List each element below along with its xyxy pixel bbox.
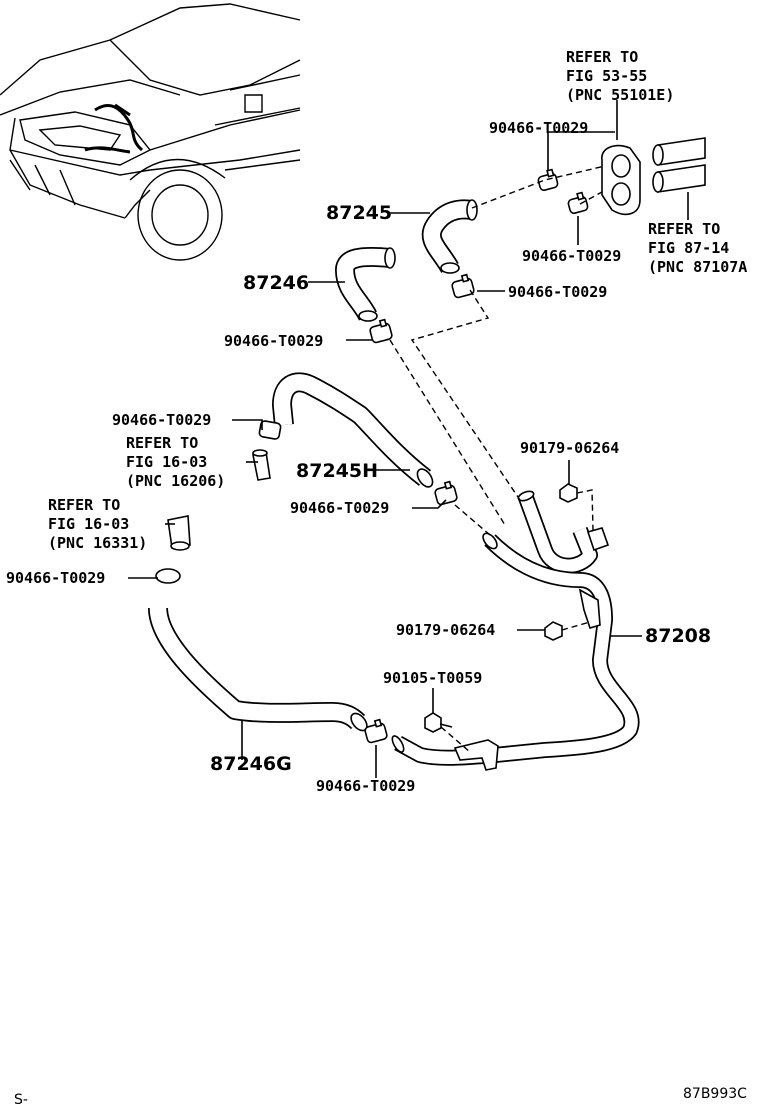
label-87245: 87245	[326, 202, 392, 224]
footer-illustration-code: 87B993C	[683, 1086, 747, 1102]
label-87245h: 87245H	[296, 460, 378, 482]
refer-note-fig-53-55: REFER TO FIG 53-55 (PNC 55101E)	[566, 48, 674, 104]
svg-text:FIG 16-03: FIG 16-03	[48, 515, 129, 533]
fitting-16206	[252, 449, 271, 481]
fitting-16331	[167, 515, 191, 551]
leader-lines	[128, 100, 689, 778]
svg-text:FIG 16-03: FIG 16-03	[126, 453, 207, 471]
hose-87245	[421, 199, 478, 274]
svg-text:(PNC 16206): (PNC 16206)	[126, 472, 225, 490]
clamp-parts	[155, 168, 589, 744]
label-clamp-bottom: 90466-T0029	[316, 777, 415, 795]
refer-note-fig-87-14: REFER TO FIG 87-14 (PNC 87107A	[648, 220, 747, 276]
heater-pipes	[652, 137, 706, 193]
label-clamp-top-lower: 90466-T0029	[522, 247, 621, 265]
svg-text:(PNC 16331): (PNC 16331)	[48, 534, 147, 552]
svg-text:REFER TO: REFER TO	[648, 220, 720, 238]
label-clamp-right: 90466-T0029	[508, 283, 607, 301]
bolt	[424, 712, 453, 733]
label-nut-upper: 90179-06264	[520, 439, 619, 457]
hose-87245h	[272, 372, 434, 488]
label-bolt: 90105-T0059	[383, 669, 482, 687]
alignment-lines	[389, 165, 606, 753]
label-clamp-mid: 90466-T0029	[224, 332, 323, 350]
refer-note-fig-16-03-b: REFER TO FIG 16-03 (PNC 16331)	[48, 496, 147, 552]
pipe-87208	[391, 490, 640, 771]
hose-87246	[335, 246, 396, 322]
svg-text:(PNC 87107A: (PNC 87107A	[648, 258, 747, 276]
pnc-labels: 87245 87246 87245H 87208 87246G	[210, 202, 711, 775]
label-nut-lower: 90179-06264	[396, 621, 495, 639]
nut-lower	[544, 621, 563, 641]
label-87246g: 87246G	[210, 753, 292, 775]
part-number-labels: 90466-T0029 90466-T0029 90466-T0029 9046…	[6, 119, 621, 795]
label-87208: 87208	[645, 625, 711, 647]
svg-text:REFER TO: REFER TO	[566, 48, 638, 66]
label-clamp-center: 90466-T0029	[290, 499, 389, 517]
heater-unit	[601, 144, 641, 216]
svg-text:(PNC 55101E): (PNC 55101E)	[566, 86, 674, 104]
footer-left: S-	[14, 1092, 28, 1108]
hose-87246g	[148, 607, 368, 732]
label-clamp-left-lower: 90466-T0029	[6, 569, 105, 587]
svg-text:FIG 53-55: FIG 53-55	[566, 67, 647, 85]
svg-text:REFER TO: REFER TO	[126, 434, 198, 452]
refer-note-fig-16-03-a: REFER TO FIG 16-03 (PNC 16206)	[126, 434, 225, 490]
label-87246: 87246	[243, 272, 309, 294]
nut-upper	[559, 483, 578, 503]
vehicle-illustration	[0, 3, 301, 261]
svg-text:REFER TO: REFER TO	[48, 496, 120, 514]
label-clamp-left-upper: 90466-T0029	[112, 411, 211, 429]
svg-text:FIG 87-14: FIG 87-14	[648, 239, 729, 257]
label-clamp-top-upper: 90466-T0029	[489, 119, 588, 137]
